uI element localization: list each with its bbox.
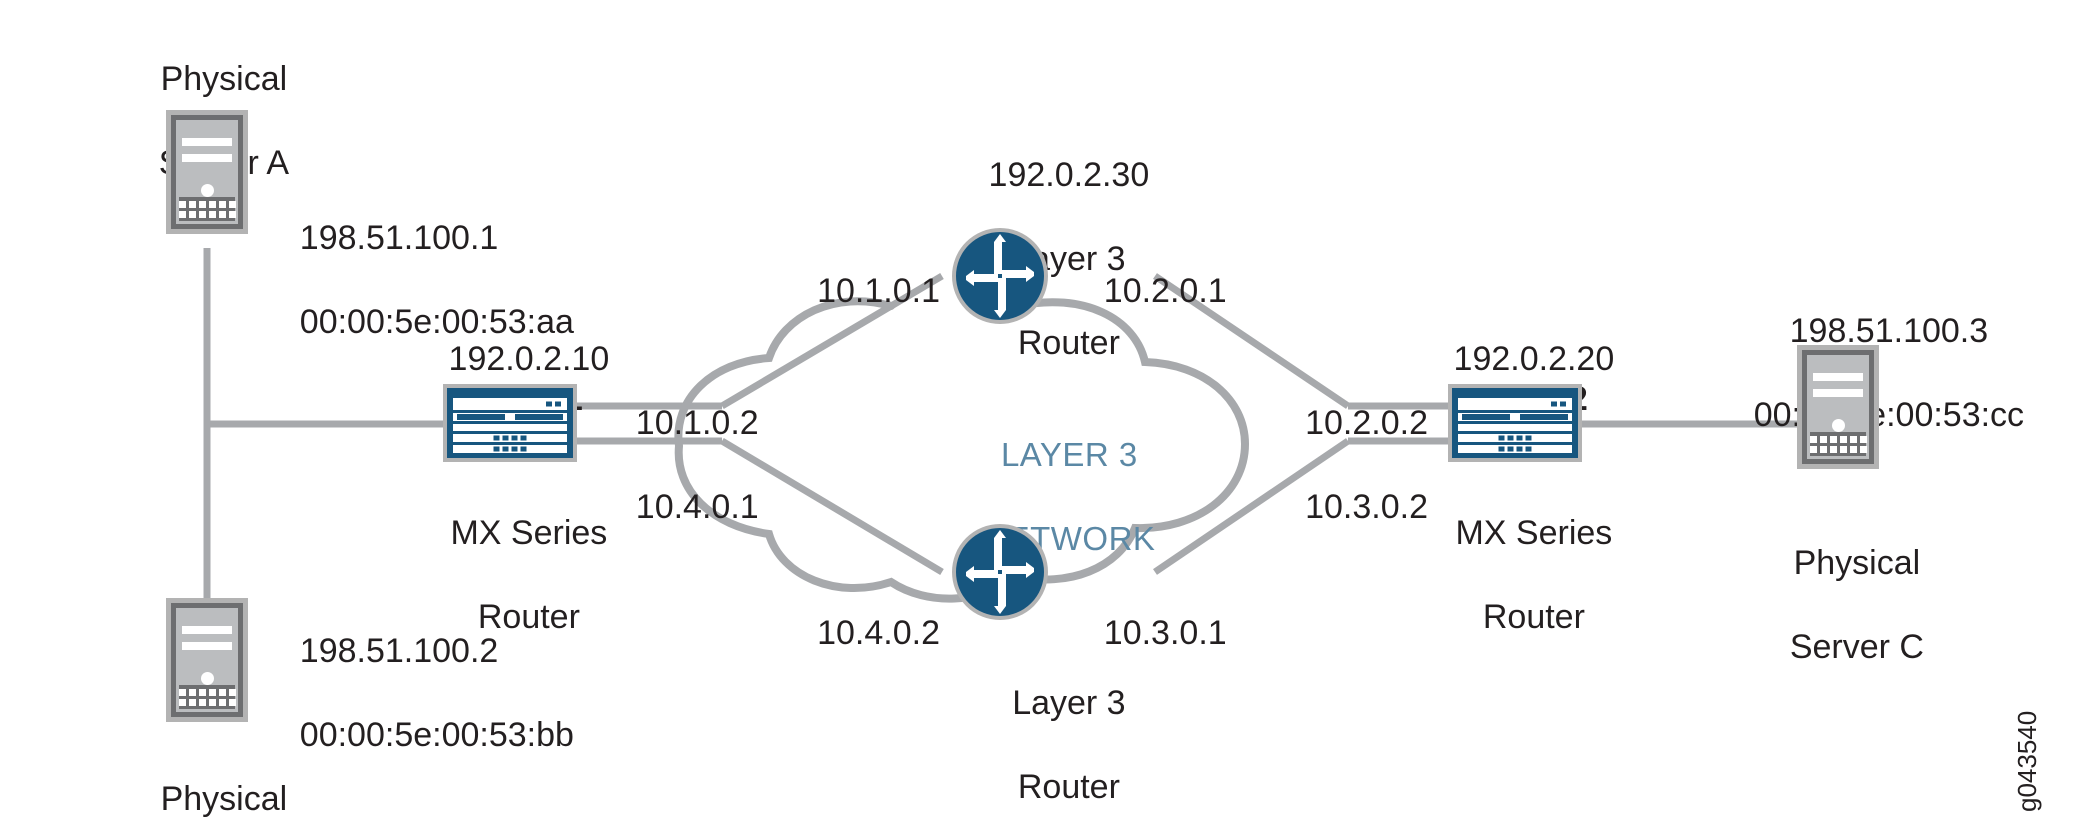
router-bottom-icon[interactable] [952,524,1048,620]
vtep1-loopback: 192.0.2.10 [448,340,610,378]
server-b-ip: 198.51.100.2 [299,632,499,670]
router-top-port-left: 10.1.0.1 [817,272,940,310]
wire-router-bottom-to-vtep2 [1153,438,1350,575]
router-bottom-name-line1: Layer 3 [1012,684,1126,722]
server-b-slot-2 [182,642,232,650]
vtep2-port-lower: 10.3.0.2 [1305,488,1428,526]
vtep1-card-4 [453,434,567,443]
router-bottom-port-right: 10.3.0.1 [1103,614,1227,652]
server-a-ip: 198.51.100.1 [299,219,499,257]
vtep2-card-4 [1458,434,1572,443]
server-a-body [171,115,243,229]
server-a-power-led [201,184,214,198]
vtep1-card-5 [453,445,567,453]
router-top-arrows [966,234,1034,318]
server-c-mac: 00:00:5e:00:53:cc [1753,396,2025,434]
vtep1-chassis [447,388,573,458]
server-b-addresses: 198.51.100.2 00:00:5e:00:53:bb [262,588,682,798]
server-a-face [176,120,238,224]
server-a-slot-1 [182,138,232,146]
vtep1-port-lower: 10.4.0.1 [635,488,759,526]
router-bottom-port-left: 10.4.0.2 [817,614,940,652]
server-c-slot-1 [1813,373,1863,381]
server-b-power-led [201,672,214,686]
vtep2-mx-router-icon[interactable] [1448,384,1582,462]
router-top-port-right: 10.2.0.1 [1103,272,1227,310]
router-bottom-name-line2: Router [1017,768,1120,806]
vtep2-loopback: 192.0.2.20 [1453,340,1615,378]
vtep2-card-5 [1458,445,1572,453]
server-b-face [176,608,238,712]
figure-id: g043540 [2012,710,2042,812]
vtep1-port-upper: 10.1.0.2 [635,404,759,442]
vtep2-model: MX Series Router [1455,514,1613,636]
wire-vtep1-to-router-bottom [720,437,944,576]
server-c-title-line2: Server C [1789,628,1924,666]
server-b-body [171,603,243,717]
server-a-grille [178,197,236,221]
cloud-label-line1: LAYER 3 [1000,436,1138,473]
vtep1-card-2 [453,412,567,421]
server-c-face [1807,355,1869,459]
router-bottom-labels: Layer 3 Router 192.0.2.40 [900,640,1200,840]
server-c-title: Physical Server C [1733,500,1943,710]
wire-router-top-to-vtep2 [1153,273,1350,409]
server-b-grille [178,685,236,709]
server-a-title-line1: Physical [160,60,288,98]
server-c-icon[interactable] [1797,345,1879,469]
server-b-title-line1: Physical [160,780,288,818]
router-top-name-line2: Router [1017,324,1120,362]
vtep2-chassis [1452,388,1578,458]
vtep2-card-3 [1458,423,1572,432]
vtep1-card-1 [453,398,567,410]
vtep1-model: MX Series Router [450,514,608,636]
server-a-icon[interactable] [166,110,248,234]
server-c-ip: 198.51.100.3 [1789,312,1989,350]
vtep1-mx-router-icon[interactable] [443,384,577,462]
router-top-loopback: 192.0.2.30 [988,156,1150,194]
server-a-mac: 00:00:5e:00:53:aa [299,303,574,341]
router-bottom-arrows [966,530,1034,614]
server-c-body [1802,350,1874,464]
vtep2-card-2 [1458,412,1572,421]
server-a-addresses: 198.51.100.1 00:00:5e:00:53:aa [262,175,682,385]
server-c-power-led [1832,419,1845,433]
router-top-icon[interactable] [952,228,1048,324]
vtep2-card-1 [1458,398,1572,410]
server-a-slot-2 [182,154,232,162]
wire-vtep1-to-router-top [720,272,944,410]
server-c-title-line1: Physical [1793,544,1921,582]
server-b-slot-1 [182,626,232,634]
server-b-title: Physical Server B [100,736,310,840]
server-b-mac: 00:00:5e:00:53:bb [299,716,574,754]
vtep1-card-3 [453,423,567,432]
server-c-grille [1809,432,1867,456]
server-b-icon[interactable] [166,598,248,722]
server-c-slot-2 [1813,389,1863,397]
vtep2-port-upper: 10.2.0.2 [1305,404,1428,442]
